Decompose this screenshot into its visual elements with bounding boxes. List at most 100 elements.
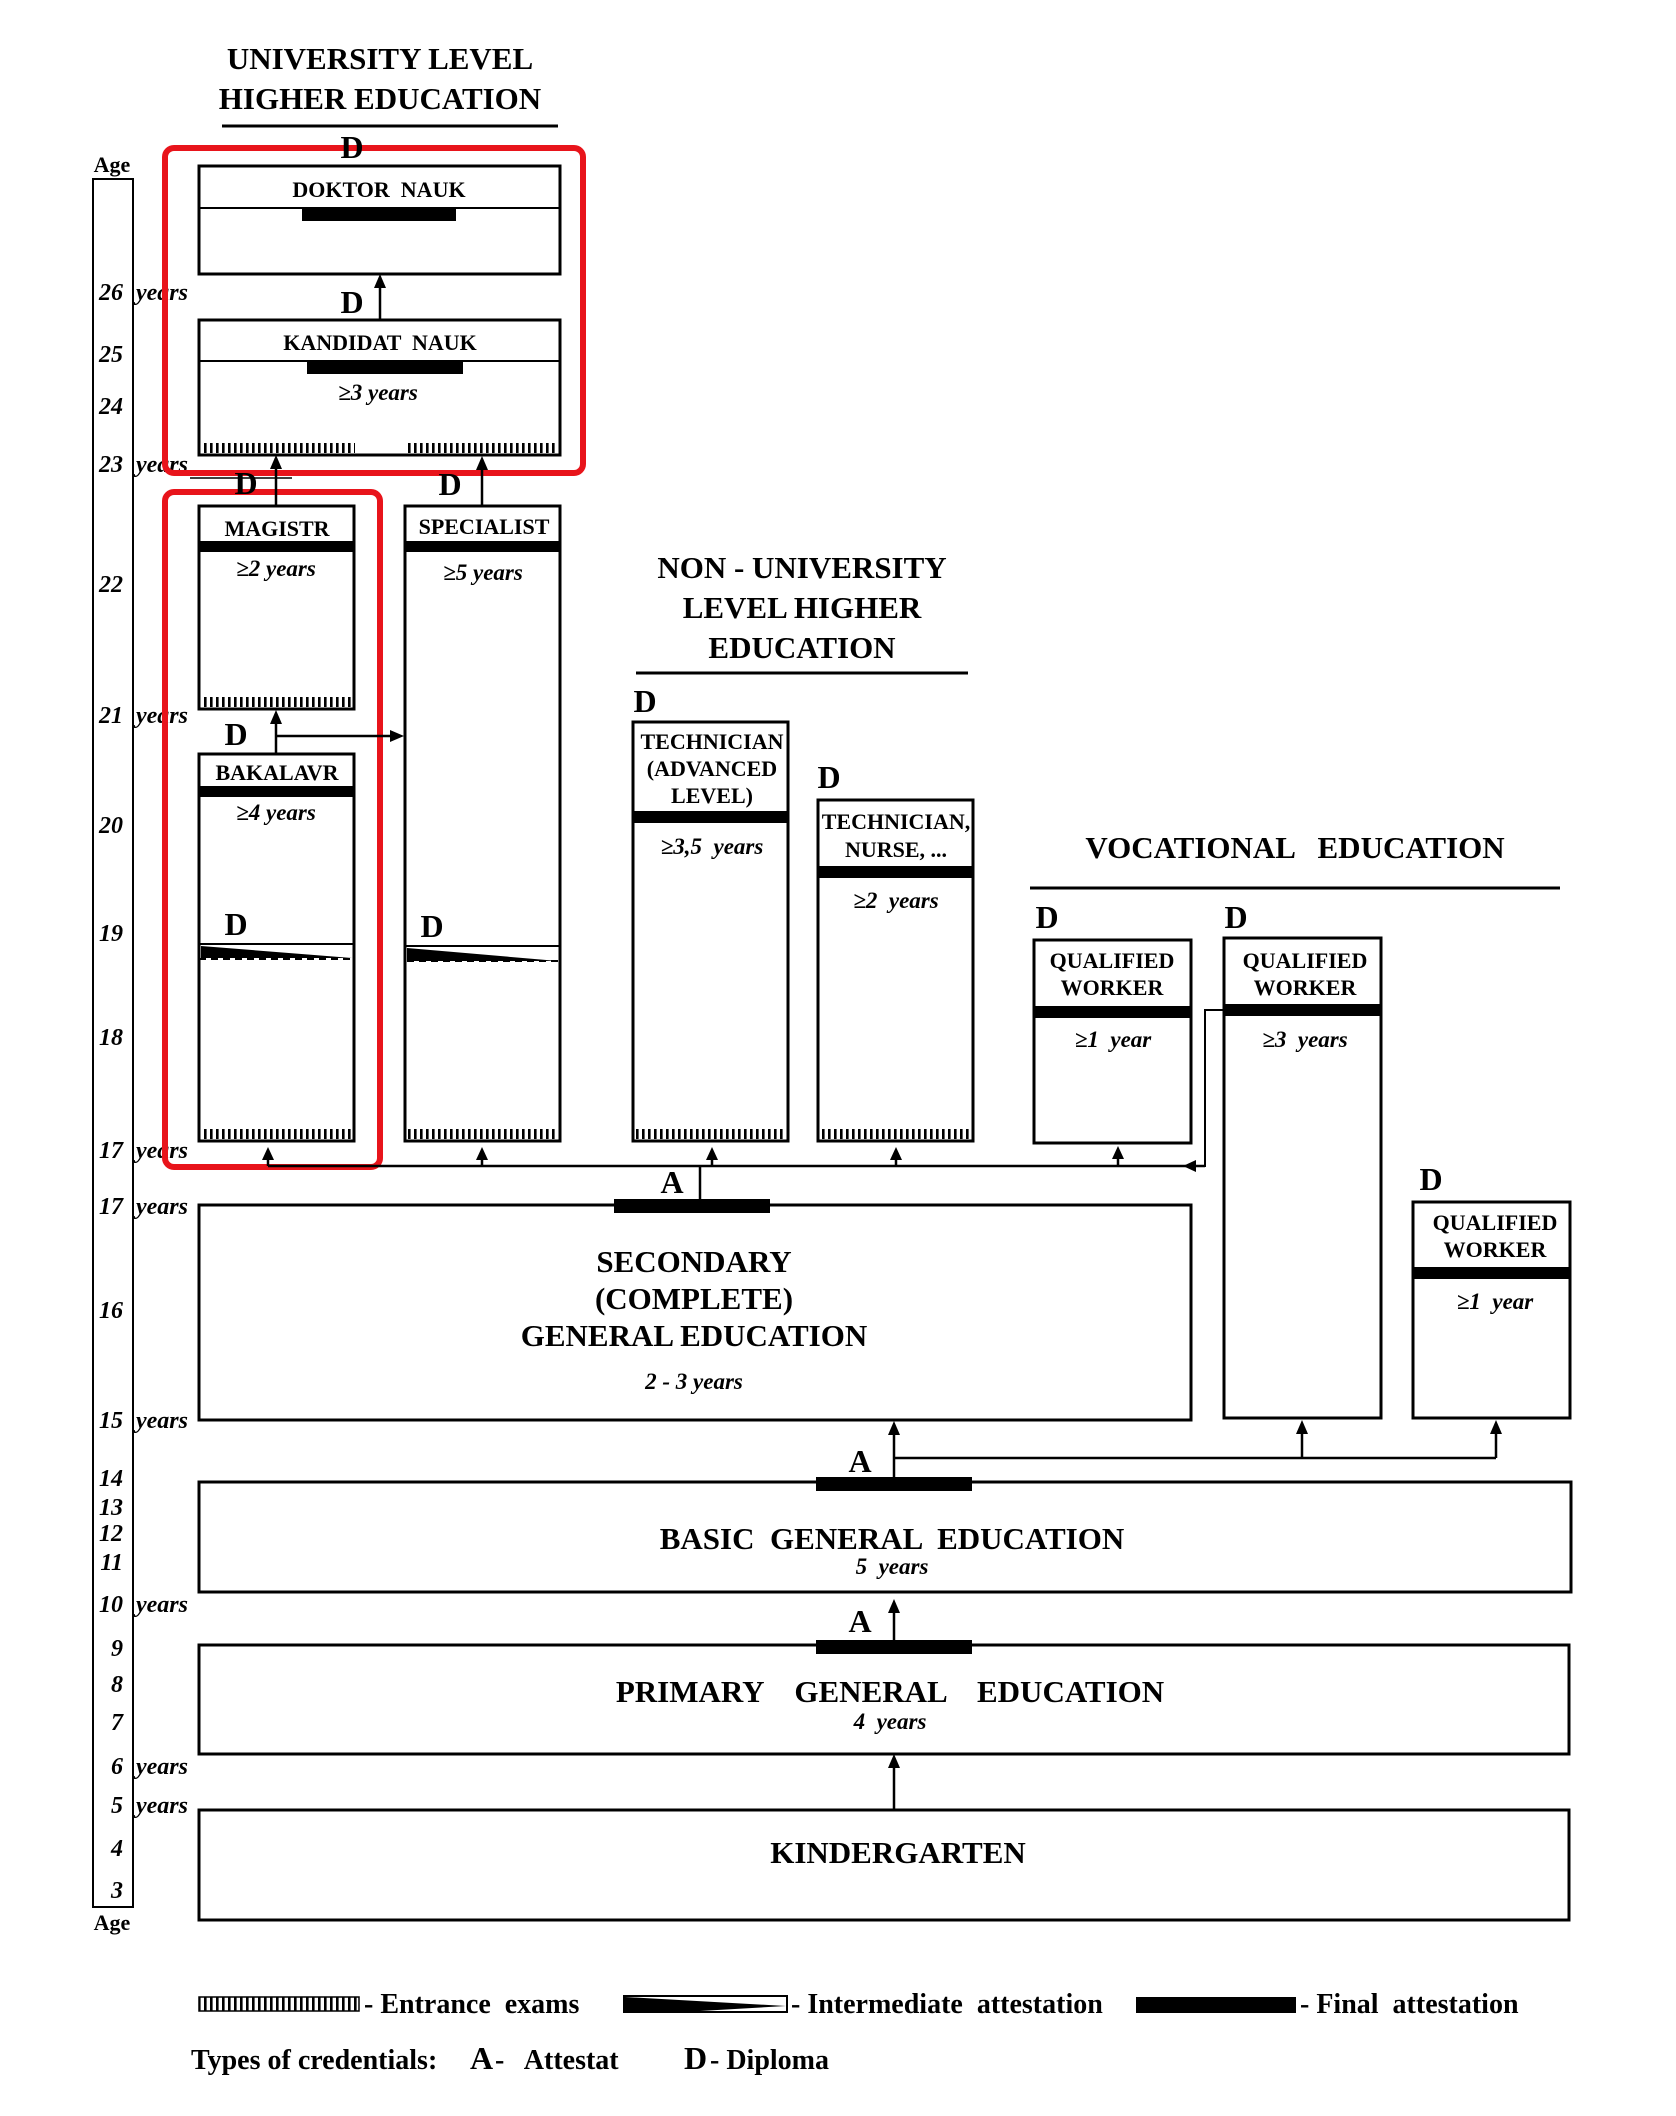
arrow-up-icon	[270, 455, 282, 469]
attestat-mark: A	[848, 1603, 871, 1639]
age-mark: 18	[99, 1025, 123, 1051]
box-specialist: SPECIALIST ≥5 years D D	[403, 456, 562, 1143]
age-mark: 24	[98, 394, 123, 420]
age-years-label: years	[133, 280, 188, 306]
final-attestation-bar	[1413, 1267, 1570, 1279]
university-heading-line-1: UNIVERSITY LEVEL	[227, 41, 533, 76]
diploma-mark: D	[1419, 1161, 1442, 1197]
box-technician-advanced: TECHNICIAN (ADVANCED LEVEL) ≥3,5 years D	[631, 683, 790, 1143]
age-mark: 17	[99, 1194, 124, 1220]
final-attestation-bar	[818, 866, 973, 878]
kandidat-nauk-title: KANDIDAT NAUK	[283, 330, 477, 355]
primary-title: PRIMARY GENERAL EDUCATION	[616, 1674, 1164, 1709]
arrow-up-icon	[706, 1147, 718, 1160]
technician-advanced-title-2: (ADVANCED	[647, 756, 777, 781]
legend-intermediate: - Intermediate attestation	[791, 1989, 1103, 2020]
age-mark: 6	[111, 1754, 123, 1780]
technician-nurse-title-2: NURSE, ...	[845, 837, 947, 862]
highlight-postgraduate	[162, 145, 586, 476]
box-bakalavr: BAKALAVR ≥4 years D D	[197, 710, 404, 1143]
arrow-left-icon	[1183, 1160, 1196, 1172]
age-mark: 15	[99, 1408, 123, 1434]
qualified-worker-title-1: QUALIFIED	[1243, 948, 1368, 973]
age-mark: 4	[110, 1836, 123, 1862]
vocational-heading-text: VOCATIONAL EDUCATION	[1085, 830, 1504, 865]
age-years-label: years	[133, 1592, 188, 1618]
box-kandidat-nauk: KANDIDAT NAUK ≥3 years D	[197, 274, 562, 457]
age-mark: 17	[99, 1138, 124, 1164]
age-mark: 22	[98, 572, 123, 598]
age-mark: 23	[98, 452, 123, 478]
specialist-title: SPECIALIST	[419, 514, 550, 539]
magistr-title: MAGISTR	[224, 516, 330, 541]
arrow-up-icon	[890, 1147, 902, 1160]
final-attestation-bar	[199, 541, 354, 552]
age-mark: 21	[98, 703, 123, 729]
basic-duration: 5 years	[856, 1554, 929, 1579]
final-attestation-bar	[307, 362, 463, 374]
box-qualified-worker-3-years: QUALIFIED WORKER ≥3 years D	[1222, 899, 1383, 1420]
specialist-duration: ≥5 years	[443, 560, 523, 585]
legend-attestat-text: - Attestat	[495, 2045, 619, 2076]
arrow-up-icon	[270, 710, 282, 724]
university-heading: UNIVERSITY LEVEL HIGHER EDUCATION	[219, 41, 558, 128]
secondary-title-1: SECONDARY	[596, 1244, 791, 1279]
age-mark: 3	[110, 1878, 123, 1904]
diploma-mark: D	[340, 284, 363, 320]
arrow-up-icon	[888, 1599, 900, 1613]
arrow-up-icon	[1296, 1420, 1308, 1434]
final-attestation-bar	[1034, 1006, 1191, 1018]
age-mark: 9	[111, 1636, 123, 1662]
final-attestation-bar	[405, 541, 560, 552]
diploma-mark: D	[1035, 899, 1058, 935]
diploma-mark: D	[224, 716, 247, 752]
technician-advanced-title-1: TECHNICIAN	[640, 729, 783, 754]
secondary-title-3: GENERAL EDUCATION	[521, 1318, 868, 1353]
age-years-label: years	[133, 1793, 188, 1819]
age-mark: 20	[98, 813, 123, 839]
arrow-up-icon	[1112, 1146, 1124, 1159]
age-mark: 13	[99, 1495, 123, 1521]
final-attestation-bar	[302, 209, 456, 221]
magistr-duration: ≥2 years	[236, 556, 316, 581]
box-qualified-worker-1-year-lower: QUALIFIED WORKER ≥1 year D	[1411, 1161, 1572, 1420]
entrance-exams-strip	[201, 1129, 352, 1139]
age-years-label: years	[133, 1138, 188, 1164]
arrow-up-icon	[476, 1147, 488, 1160]
legend-entrance-exams-swatch	[198, 1996, 360, 2012]
diploma-mark: D	[817, 759, 840, 795]
attestat-mark: A	[848, 1443, 871, 1479]
entrance-exams-strip	[635, 1129, 786, 1139]
basic-title: BASIC GENERAL EDUCATION	[660, 1521, 1125, 1556]
qualified-worker-title-1: QUALIFIED	[1433, 1210, 1558, 1235]
attestat-mark: A	[660, 1164, 683, 1200]
final-attestation-bar	[816, 1640, 972, 1654]
legend-final: - Final attestation	[1300, 1989, 1519, 2020]
age-label-top: Age	[94, 152, 131, 177]
intermediate-attestation-wedge	[201, 946, 352, 958]
age-mark: 8	[111, 1672, 123, 1698]
box-kindergarten: KINDERGARTEN	[197, 1808, 1571, 1922]
secondary-duration: 2 - 3 years	[644, 1369, 743, 1394]
box-basic: A BASIC GENERAL EDUCATION 5 years	[197, 1443, 1573, 1594]
age-mark: 12	[99, 1521, 123, 1547]
qualified-worker-duration: ≥1 year	[1457, 1289, 1535, 1314]
final-attestation-bar	[614, 1199, 770, 1213]
university-heading-line-2: HIGHER EDUCATION	[219, 81, 541, 116]
doktor-nauk-title: DOKTOR NAUK	[292, 177, 465, 202]
arrow-up-icon	[476, 456, 488, 470]
qualified-worker-title-2: WORKER	[1444, 1237, 1548, 1262]
box-technician-nurse: TECHNICIAN, NURSE, ... ≥2 years D	[816, 759, 975, 1143]
box-primary: A PRIMARY GENERAL EDUCATION 4 years	[197, 1603, 1571, 1756]
entrance-exams-strip	[820, 1129, 971, 1139]
entrance-exams-strip	[407, 1129, 558, 1139]
diploma-mark: D	[234, 465, 257, 501]
qualified-worker-title-2: WORKER	[1061, 975, 1165, 1000]
diploma-mark: D	[420, 908, 443, 944]
distribution-line-17	[262, 1009, 1224, 1205]
legend-diploma-letter: D	[684, 2040, 707, 2076]
diploma-mark: D	[438, 466, 461, 502]
legend-attestat-letter: A	[470, 2040, 493, 2076]
